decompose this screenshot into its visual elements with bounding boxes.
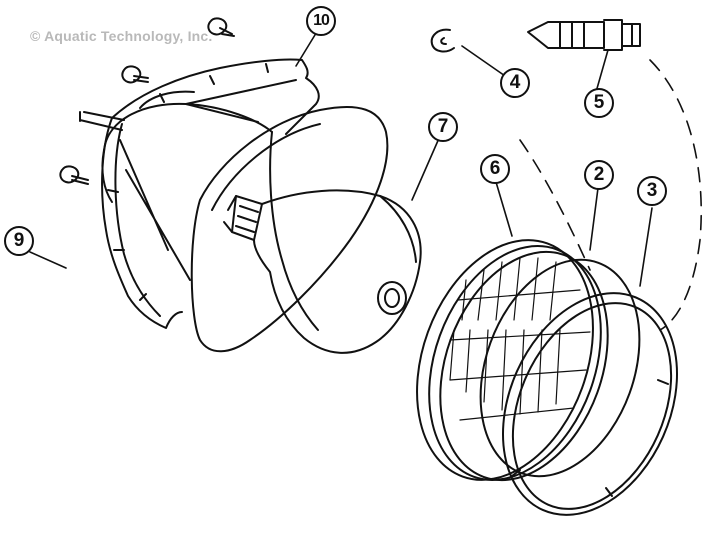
callout-6: 6	[480, 154, 510, 184]
copyright-watermark: © Aquatic Technology, Inc.	[30, 28, 213, 44]
lens-gasket	[479, 258, 641, 478]
callout-9: 9	[4, 226, 34, 256]
callout-10: 10	[306, 6, 336, 36]
callout-3: 3	[637, 176, 667, 206]
callout-5: 5	[584, 88, 614, 118]
bulb	[223, 189, 422, 354]
housing-shell	[79, 58, 389, 353]
callout-4: 4	[500, 68, 530, 98]
callout-2: 2	[584, 160, 614, 190]
retaining-ring	[502, 292, 678, 516]
pilot-screw	[527, 19, 641, 51]
assembly-path	[519, 59, 703, 331]
e-clip	[430, 28, 455, 53]
lens-assembly	[416, 239, 609, 482]
leader-lines	[29, 29, 653, 287]
callout-7: 7	[428, 112, 458, 142]
housing-screws	[59, 17, 235, 185]
